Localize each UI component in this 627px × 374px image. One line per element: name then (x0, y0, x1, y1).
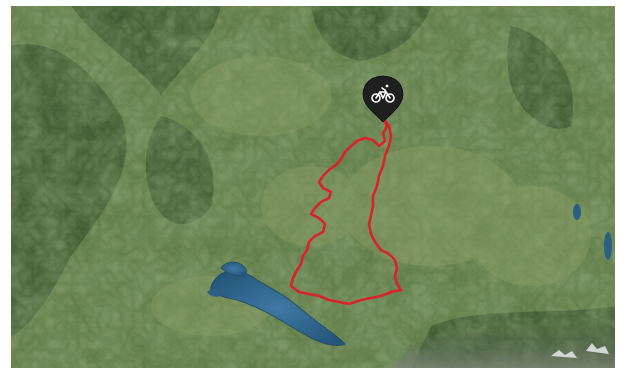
lake-west-arm (207, 289, 223, 297)
start-marker[interactable] (362, 75, 404, 123)
small-lake (604, 232, 612, 260)
map-viewport[interactable] (11, 6, 615, 368)
field-texture (11, 6, 615, 368)
snow-peaks (551, 343, 609, 358)
farmland-patches (151, 56, 591, 336)
cycling-route[interactable] (289, 116, 403, 306)
small-lake (573, 204, 581, 220)
bicycle-icon (371, 84, 395, 103)
satellite-map[interactable] (11, 6, 615, 368)
lake-constance (210, 270, 346, 346)
lake-uberlinger-arm (220, 261, 247, 277)
